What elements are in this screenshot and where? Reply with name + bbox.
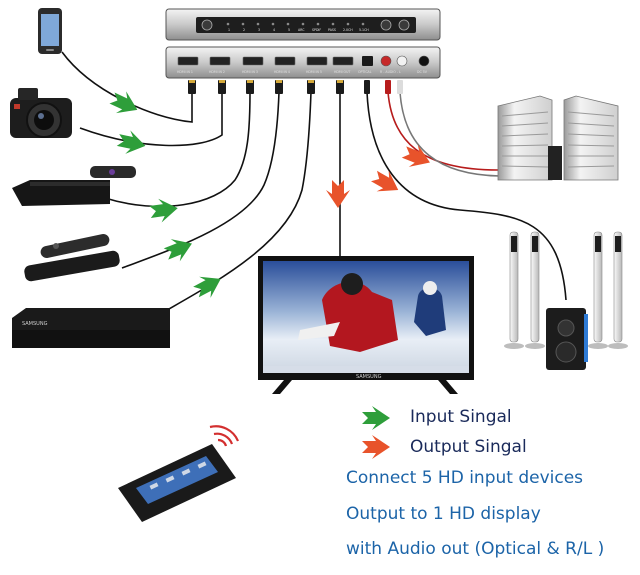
switch-port-label-in1: HDMI IN 1 bbox=[177, 70, 193, 74]
speaker-right bbox=[563, 95, 619, 181]
input-arrow-3 bbox=[149, 198, 178, 223]
streaming-box-icon bbox=[12, 166, 136, 206]
bluray-player-icon: SAMSUNG bbox=[12, 308, 170, 348]
output-arrow-tv bbox=[326, 180, 350, 208]
cables bbox=[61, 51, 567, 321]
output-arrow-surround bbox=[371, 170, 399, 192]
switch-indicator-leds bbox=[226, 22, 365, 26]
switch-front-label-spdif: SPDIF bbox=[312, 28, 321, 32]
switch-optical-port bbox=[362, 56, 373, 66]
switch-port-label-optical: OPTICAL bbox=[358, 70, 372, 74]
tower-speaker-4 bbox=[608, 231, 628, 349]
legend-output-label: Output Singal bbox=[410, 437, 527, 457]
stick-remote-icon bbox=[40, 233, 110, 259]
camera-icon bbox=[10, 88, 72, 138]
caption-line-3: with Audio out (Optical & R/L ) bbox=[346, 539, 605, 559]
tv-stand-right bbox=[438, 380, 458, 394]
switch-port-label-dc: DC 5V bbox=[417, 70, 428, 74]
switch-dc-port bbox=[418, 55, 430, 67]
cable-audio-r bbox=[387, 91, 499, 171]
caption-line-2: Output to 1 HD display bbox=[346, 504, 541, 524]
switch-audio-l-port bbox=[396, 55, 408, 67]
legend-output-arrow-icon bbox=[362, 435, 390, 459]
switch-front-label-arc: ARC bbox=[298, 28, 305, 32]
stereo-speakers bbox=[497, 95, 619, 181]
tv: SAMSUNG bbox=[258, 256, 474, 394]
switch-port-label-in4: HDMI IN 4 bbox=[274, 70, 290, 74]
bluray-brand: SAMSUNG bbox=[22, 321, 48, 327]
switch-front-display bbox=[196, 17, 416, 33]
input-arrow-5 bbox=[193, 276, 221, 298]
hdmi-plugs bbox=[188, 80, 403, 94]
input-signal-arrows bbox=[109, 91, 221, 298]
tower-speaker-2 bbox=[525, 231, 545, 349]
remote-signal-icon bbox=[209, 425, 240, 447]
output-arrow-speakers bbox=[401, 144, 430, 167]
smartphone-icon bbox=[38, 8, 62, 54]
switch-power-button[interactable] bbox=[201, 19, 213, 31]
tower-speaker-3 bbox=[588, 231, 608, 349]
input-arrow-2 bbox=[116, 130, 146, 154]
input-arrow-4 bbox=[163, 239, 192, 262]
switch-front-label-2ch: 2.0CH bbox=[343, 28, 353, 32]
switch-audio-r-port bbox=[380, 55, 392, 67]
switch-port-label-in5: HDMI IN 5 bbox=[306, 70, 322, 74]
cable-audio-l bbox=[399, 91, 501, 177]
input-arrow-1 bbox=[109, 91, 138, 114]
switch-audio-button[interactable] bbox=[398, 19, 410, 31]
output-signal-arrows bbox=[326, 144, 430, 208]
tv-brand: SAMSUNG bbox=[356, 374, 382, 380]
cable-roku bbox=[104, 91, 251, 208]
cable-optical bbox=[366, 91, 567, 301]
switch-back-panel bbox=[165, 46, 441, 79]
hockey-player-blue bbox=[414, 287, 446, 336]
switch-front-label-pass: PASS bbox=[328, 28, 336, 32]
tower-speaker-1 bbox=[504, 231, 524, 349]
switch-port-label-out: HDMI OUT bbox=[334, 70, 350, 74]
legend-input-label: Input Singal bbox=[410, 407, 512, 427]
switch-select-button[interactable] bbox=[380, 19, 392, 31]
cable-bluray bbox=[149, 91, 312, 321]
switch-hdmi-ports bbox=[177, 56, 354, 66]
surround-speaker-system bbox=[504, 231, 628, 370]
cable-camera bbox=[79, 92, 223, 147]
speaker-left bbox=[497, 95, 553, 181]
legend-input-arrow-icon bbox=[362, 406, 390, 430]
switch-port-label-audio: R - AUDIO - L bbox=[380, 70, 401, 74]
switch-front-label-1: 1 bbox=[228, 28, 230, 32]
switch-front-label-5: 5 bbox=[288, 28, 290, 32]
streaming-stick-icon bbox=[24, 233, 120, 282]
hdmi-switch: 1 2 3 4 5 ARC SPDIF PASS 2.0CH 5.1CH HDM… bbox=[165, 8, 441, 79]
switch-front-label-51ch: 5.1CH bbox=[359, 28, 369, 32]
caption-line-1: Connect 5 HD input devices bbox=[346, 468, 584, 488]
switch-port-label-in2: HDMI IN 2 bbox=[209, 70, 225, 74]
switch-port-label-in3: HDMI IN 3 bbox=[242, 70, 258, 74]
cable-stick bbox=[121, 91, 280, 269]
tv-stand-left bbox=[272, 380, 292, 394]
subwoofer bbox=[546, 308, 588, 370]
remote-control bbox=[118, 425, 240, 522]
switch-front-label-2: 2 bbox=[243, 28, 245, 32]
hockey-player-red bbox=[322, 281, 398, 352]
switch-front-label-3: 3 bbox=[258, 28, 260, 32]
switch-front-label-4: 4 bbox=[273, 28, 275, 32]
